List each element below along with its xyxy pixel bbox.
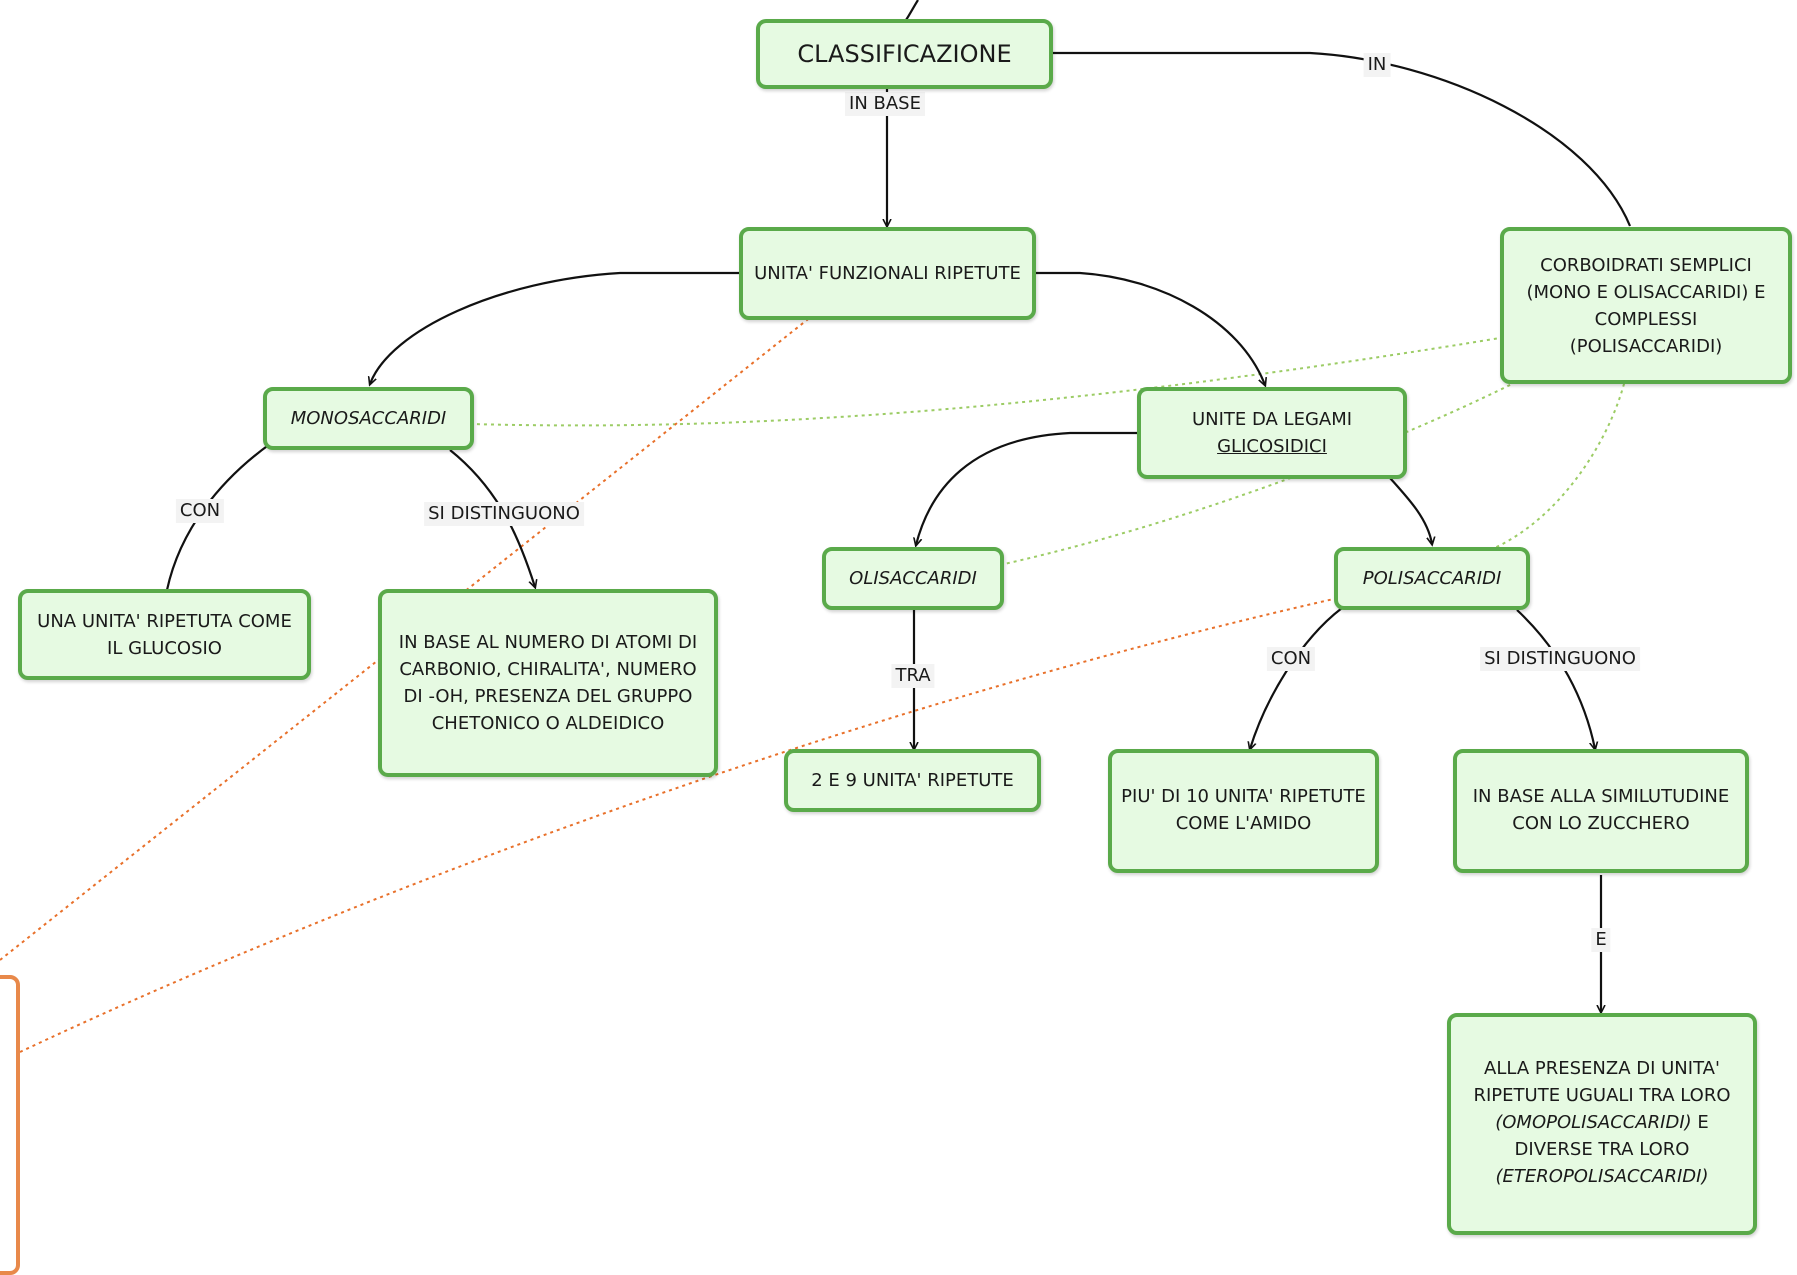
node-text: UNA UNITA' RIPETUTA COME IL GLUCOSIO xyxy=(37,610,292,659)
node-text: MONOSACCARIDI xyxy=(290,408,447,429)
node-text: UNITE DA LEGAMI xyxy=(1191,409,1353,430)
node-text-italic: (OMOPOLISACCARIDI) xyxy=(1495,1112,1692,1133)
dotted-link-poli-carboidrati xyxy=(1489,379,1626,551)
node-text: CLASSIFICAZIONE xyxy=(797,39,1012,68)
edge-label-si-distinguono-poli: SI DISTINGUONO xyxy=(1480,647,1640,671)
node-text-underlined: GLICOSIDICI xyxy=(1217,436,1327,457)
node-text: PIU' DI 10 UNITA' RIPETUTE COME L'AMIDO xyxy=(1121,786,1366,834)
node-text: 2 E 9 UNITA' RIPETUTE xyxy=(811,770,1014,791)
edge-legami-poli xyxy=(1389,477,1432,544)
edge-classificazione-carboidrati xyxy=(1053,51,1632,227)
node-orange-partial[interactable] xyxy=(0,975,20,1275)
edge-legami-oli xyxy=(916,431,1137,545)
node-text: OLISACCARIDI xyxy=(849,568,977,589)
node-unita-funzionali[interactable]: UNITA' FUNZIONALI RIPETUTE xyxy=(739,227,1036,320)
node-text-italic: (ETEROPOLISACCARIDI) xyxy=(1495,1166,1709,1187)
node-in-base-atomi[interactable]: IN BASE AL NUMERO DI ATOMI DI CARBONIO, … xyxy=(378,589,718,777)
node-monosaccaridi[interactable]: MONOSACCARIDI xyxy=(263,387,474,450)
edge-poli-piudieci xyxy=(1250,607,1343,749)
edge-poli-similitudine xyxy=(1516,609,1595,749)
node-unita-glucosio[interactable]: UNA UNITA' RIPETUTA COME IL GLUCOSIO xyxy=(18,589,311,680)
node-text: POLISACCARIDI xyxy=(1362,568,1502,589)
node-text: CORBOIDRATI SEMPLICI (MONO E OLISACCARID… xyxy=(1526,254,1766,357)
node-text: IN BASE ALLA SIMILUTUDINE CON LO ZUCCHER… xyxy=(1472,786,1730,834)
node-unite-legami[interactable]: UNITE DA LEGAMI GLICOSIDICI xyxy=(1137,387,1407,479)
node-piu-dieci[interactable]: PIU' DI 10 UNITA' RIPETUTE COME L'AMIDO xyxy=(1108,749,1379,873)
edge-label-con-mono: CON xyxy=(175,499,225,523)
edge-top-into-classificazione xyxy=(905,0,919,21)
edge-label-e: E xyxy=(1591,928,1611,952)
node-carboidrati[interactable]: CORBOIDRATI SEMPLICI (MONO E OLISACCARID… xyxy=(1500,227,1792,384)
edge-label-tra: TRA xyxy=(891,664,935,688)
node-text: IN BASE AL NUMERO DI ATOMI DI CARBONIO, … xyxy=(398,632,698,734)
node-classificazione[interactable]: CLASSIFICAZIONE xyxy=(756,19,1053,89)
node-presenza[interactable]: ALLA PRESENZA DI UNITA' RIPETUTE UGUALI … xyxy=(1447,1013,1757,1235)
node-similitudine[interactable]: IN BASE ALLA SIMILUTUDINE CON LO ZUCCHER… xyxy=(1453,749,1749,873)
edge-unita-legami xyxy=(1033,271,1265,385)
edge-unita-mono xyxy=(370,271,741,384)
node-text: UNITA' FUNZIONALI RIPETUTE xyxy=(754,263,1021,284)
node-text: ALLA PRESENZA DI UNITA' RIPETUTE UGUALI … xyxy=(1473,1058,1731,1106)
dotted-link-mono-carboidrati xyxy=(469,337,1501,427)
node-olisaccaridi[interactable]: OLISACCARIDI xyxy=(822,547,1004,610)
edge-label-in: IN xyxy=(1363,53,1391,77)
node-polisaccaridi[interactable]: POLISACCARIDI xyxy=(1334,547,1530,610)
edge-label-in-base: IN BASE xyxy=(845,92,925,116)
edge-label-con-poli: CON xyxy=(1266,647,1316,671)
node-due-nove[interactable]: 2 E 9 UNITA' RIPETUTE xyxy=(784,749,1041,812)
node-text: E DIVERSE TRA LORO xyxy=(1514,1112,1709,1160)
edge-label-si-distinguono-mono: SI DISTINGUONO xyxy=(424,502,584,526)
